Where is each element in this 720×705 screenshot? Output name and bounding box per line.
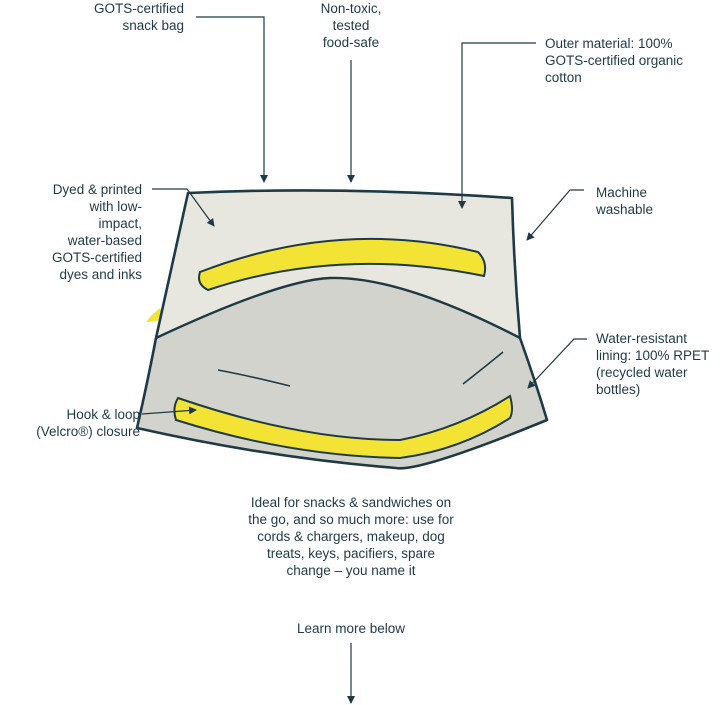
label-dyed-printed: Dyed & printed with low- impact, water-b… [51, 182, 142, 282]
label-machine-washable: Machine washable [596, 185, 654, 217]
arrow-dyed-printed [152, 188, 215, 227]
lower-velcro-strip [173, 394, 513, 460]
arrow-machine-washable [526, 189, 584, 241]
label-outer-material: Outer material: 100% GOTS-certified orga… [545, 36, 684, 85]
flap-edge [155, 276, 521, 340]
upper-velcro-strip [198, 237, 487, 292]
crease-right [462, 351, 504, 385]
bag-outline [135, 189, 549, 470]
arrow-water-resistant [527, 338, 587, 389]
arrow-hook-loop [141, 406, 197, 415]
arrow-snack-bag [196, 16, 268, 183]
arrow-outer-material [458, 42, 536, 209]
label-food-safe: Non-toxic, tested food-safe [320, 1, 382, 50]
description-text: Ideal for snacks & sandwiches on the go,… [248, 495, 454, 578]
label-snack-bag: GOTS-certified snack bag [93, 1, 184, 33]
label-hook-loop: Hook & loop (Velcro®) closure [36, 407, 140, 439]
crease-left [217, 369, 291, 387]
learn-more-link[interactable]: Learn more below [296, 621, 406, 636]
label-water-resistant: Water-resistant lining: 100% RPET (recyc… [596, 331, 710, 397]
